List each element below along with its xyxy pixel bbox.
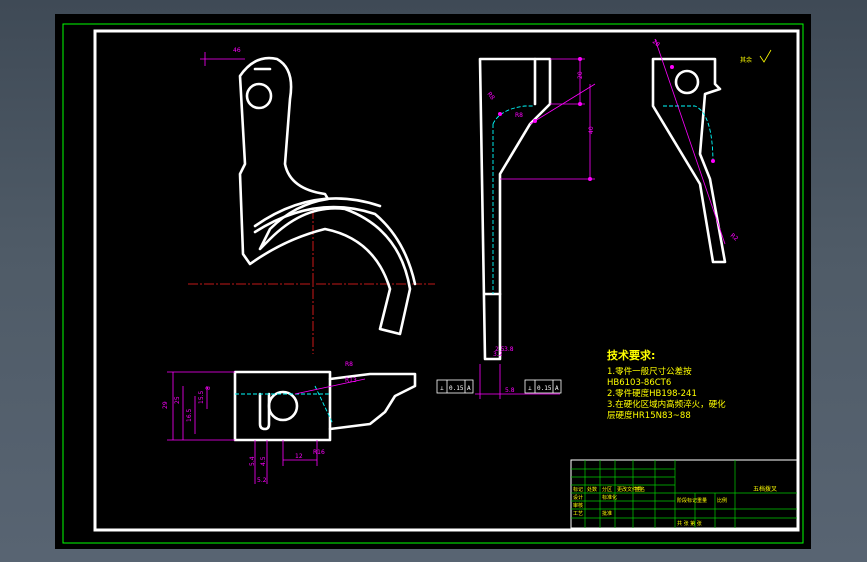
fork-inner-arc-1 <box>253 205 417 286</box>
fork-outline <box>238 56 412 336</box>
tb-cell: 审核 <box>573 502 583 509</box>
tech-line-5: 层硬度HR15N83~88 <box>607 410 691 421</box>
tolerance-frame-2 <box>524 379 562 394</box>
dim-label: R2 <box>729 232 740 243</box>
tb-cell: 重量 <box>697 497 707 504</box>
sheet-border <box>62 23 804 544</box>
dim-dot <box>498 112 502 116</box>
dim-label: 46 <box>233 47 241 54</box>
drawing-viewport[interactable]: 46 20 40 R8 R8 2.5 3.8 5.8 3.2 ⊥ 0.15 <box>55 14 811 549</box>
tb-cell: 处数 <box>587 486 597 493</box>
dim-label: 40 <box>588 126 595 134</box>
tb-cell: 更改文件号 <box>617 486 642 493</box>
dim-label: 20 <box>577 71 584 79</box>
tolerance-frame-1 <box>436 379 474 394</box>
dim-label: 28 <box>651 38 661 48</box>
part-name: 五档拨叉 <box>753 485 777 493</box>
top-hole <box>267 390 299 422</box>
dim-dot <box>711 159 715 163</box>
dim-label: R8 <box>345 361 353 368</box>
tolerance-datum: A <box>555 385 559 392</box>
hidden-lines <box>492 105 533 294</box>
dim-label: R8 <box>485 91 496 102</box>
dim-label: 5.2 <box>257 477 267 484</box>
technical-requirements: 技术要求: 1.零件一般尺寸公差按 HB6103-86CT6 2.零件硬度HB1… <box>607 348 726 421</box>
dim-label: 3.8 <box>504 346 514 353</box>
dim-label: R13 <box>345 377 357 384</box>
side-outline <box>478 57 552 361</box>
tb-cell: 标准化 <box>602 494 617 501</box>
roughness-note: 其余 <box>740 56 752 64</box>
dim-label: 15.5 <box>198 390 205 404</box>
tolerance-value: 0.15 <box>449 385 464 392</box>
tb-cell: 签名 <box>635 486 645 493</box>
right-hidden <box>663 105 714 165</box>
dim-label: 16.5 <box>186 408 193 422</box>
perp-symbol: ⊥ <box>440 385 444 392</box>
tolerance-datum: A <box>467 385 471 392</box>
cad-drawing-canvas[interactable]: 46 20 40 R8 R8 2.5 3.8 5.8 3.2 ⊥ 0.15 <box>55 14 811 549</box>
dim-dot <box>670 65 674 69</box>
pivot-hole <box>245 82 273 110</box>
dim-label: 3.2 <box>493 351 503 358</box>
top-body <box>233 370 332 442</box>
front-view: 46 <box>188 47 435 354</box>
tb-cell: 设计 <box>573 494 583 501</box>
right-hole <box>674 69 700 95</box>
dim-label: 4.5 <box>260 456 267 466</box>
roughness-icon <box>759 49 772 63</box>
tb-cell: 比例 <box>717 497 727 504</box>
dim-label: 2.5 <box>495 346 505 353</box>
title-block-frame <box>570 459 798 529</box>
tb-cell: 阶段标记 <box>677 497 697 504</box>
tech-line-2: HB6103-86CT6 <box>607 378 671 388</box>
right-outline <box>651 57 727 264</box>
tb-cell: 共 张 第 张 <box>677 520 702 527</box>
top-hidden-2 <box>314 385 334 425</box>
drawing-frame <box>93 29 800 532</box>
perp-symbol: ⊥ <box>528 385 532 392</box>
tb-cell: 批准 <box>602 510 612 517</box>
dim-label: 29 <box>162 401 169 409</box>
tb-cell: 标记 <box>573 486 583 493</box>
tech-line-4: 3.在硬化区域内高频淬火，硬化 <box>607 399 726 410</box>
tb-cell: 工艺 <box>573 511 583 517</box>
top-radius-leader <box>294 378 366 395</box>
dim-dot <box>533 119 537 123</box>
tech-requirements-title: 技术要求: <box>607 348 655 362</box>
tolerance-value: 0.15 <box>537 385 552 392</box>
dim-dot <box>578 57 582 61</box>
dim-dot <box>588 177 592 181</box>
side-view: 20 40 R8 R8 2.5 3.8 5.8 3.2 ⊥ 0.15 A ⊥ 0… <box>436 57 596 399</box>
dim-label: 25 <box>174 396 181 404</box>
dim-label: 5.4 <box>249 456 256 466</box>
dim-label: 8 <box>205 386 212 390</box>
fork-inner-arc-2 <box>253 197 382 228</box>
right-view: 28 R2 其余 <box>651 38 772 264</box>
title-block: 标记 处数 分区 更改文件号 签名 设计 标准化 审核 工艺 批准 阶段标记 重… <box>570 459 798 529</box>
dim-label: 12 <box>295 453 303 460</box>
top-slot <box>258 392 271 431</box>
side-dim-line-2 <box>529 83 596 125</box>
tech-line-3: 2.零件硬度HB198-241 <box>607 388 697 399</box>
tech-line-1: 1.零件一般尺寸公差按 <box>607 366 692 377</box>
top-arm <box>328 372 417 431</box>
dim-dot <box>578 102 582 106</box>
dim-label: R16 <box>313 449 325 456</box>
tb-cell: 分区 <box>602 486 612 493</box>
dim-label: 5.8 <box>505 387 515 394</box>
top-view: 29 25 16.5 15.5 8 R13 R8 12 5.4 4.5 5.2 … <box>162 361 417 484</box>
dim-label: R8 <box>515 112 523 119</box>
right-diag-dim <box>654 38 726 245</box>
